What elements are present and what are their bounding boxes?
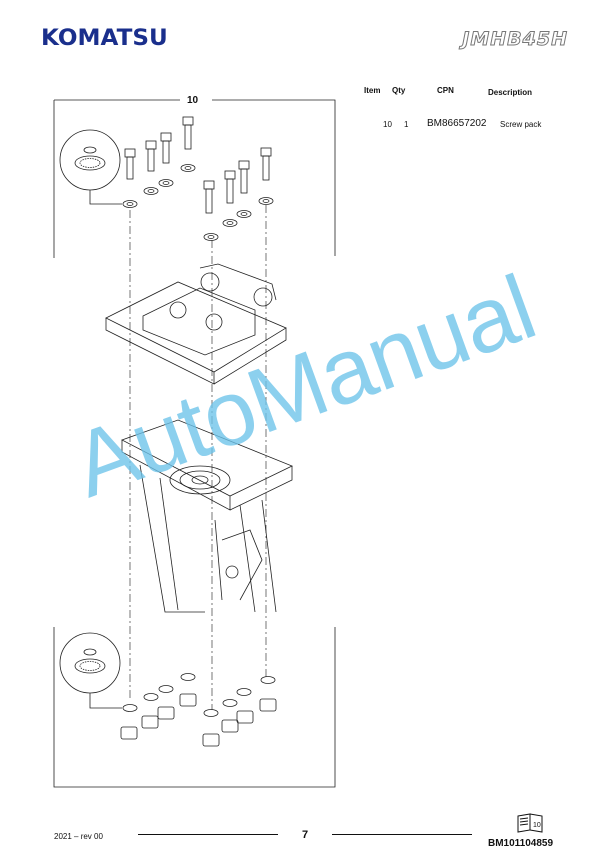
nuts-bottom	[120, 673, 277, 747]
column-header-item: Item	[364, 86, 381, 95]
column-header-description: Description	[488, 88, 533, 97]
hammer-top-plate	[121, 419, 293, 511]
page-number: 7	[302, 829, 309, 841]
document-code: BM101104859	[488, 838, 554, 849]
callout-frame-bottom	[53, 627, 336, 788]
callout-frame-top	[54, 99, 336, 256]
column-header-cpn: CPN	[437, 86, 454, 95]
adapter-plate	[105, 263, 287, 385]
svg-text:10: 10	[533, 822, 541, 829]
footer-date-revision: 2021 – rev 00	[54, 832, 103, 841]
column-header-qty: Qty	[392, 86, 406, 95]
bolts-top	[124, 116, 272, 214]
row-description: Screw pack	[500, 120, 542, 129]
manual-book-icon: 10	[517, 813, 543, 833]
komatsu-logo: KOMATSU	[41, 26, 168, 51]
row-item: 10	[383, 120, 392, 129]
hammer-body	[139, 464, 277, 613]
row-cpn: BM86657202	[427, 118, 487, 129]
callout-number: 10	[187, 95, 199, 106]
row-qty: 1	[404, 120, 409, 129]
washers-top	[122, 164, 274, 241]
model-name: JMHB45H	[462, 28, 568, 51]
footer-rule-left	[138, 834, 278, 835]
detail-circle-top	[59, 129, 121, 191]
detail-circle-bottom	[59, 632, 121, 694]
footer-rule-right	[332, 834, 472, 835]
